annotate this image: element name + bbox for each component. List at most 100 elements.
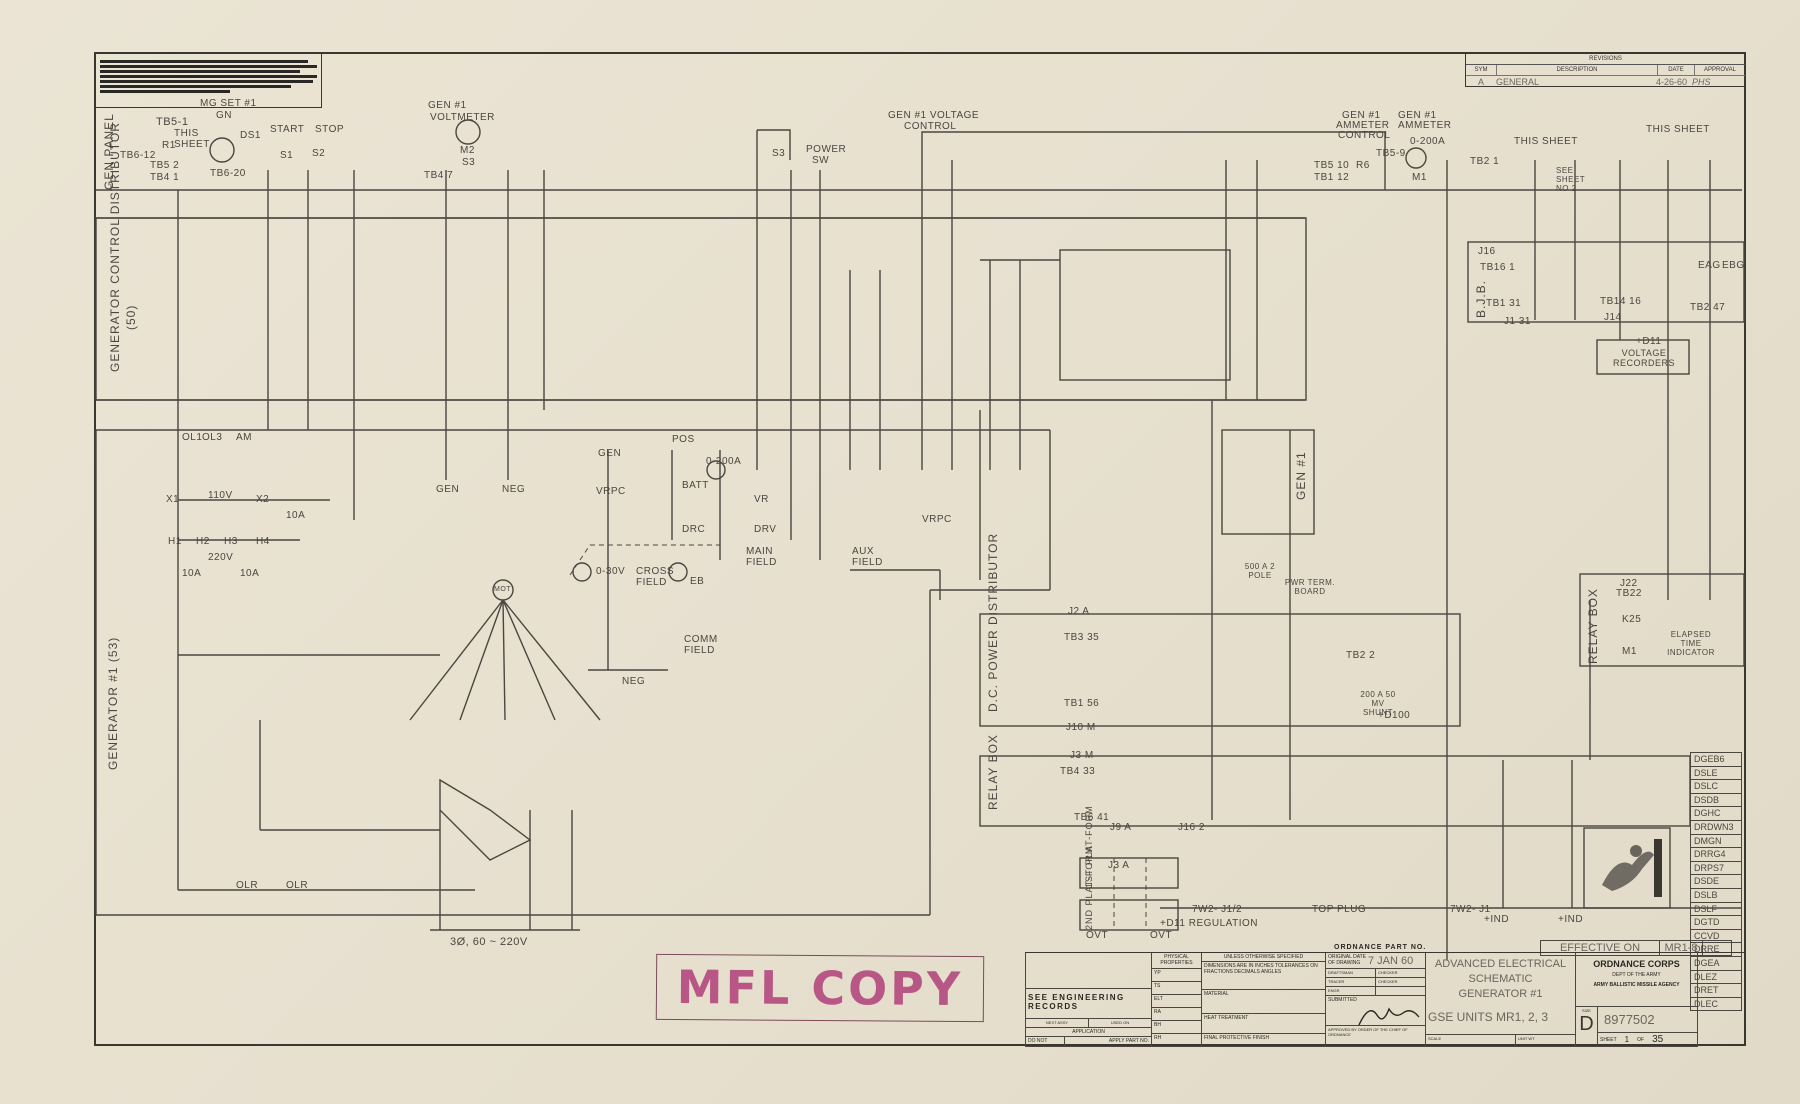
label-mg-set: MG SET #1 [200, 98, 257, 109]
mercury-emblem-box [1583, 827, 1671, 909]
checker-label-1: CHECKER [1376, 969, 1426, 978]
label-j3-a: J3 A [1108, 860, 1130, 871]
label-power-sw-1: POWER [806, 144, 847, 155]
label-comm-field: COMM FIELD [684, 634, 718, 656]
drawing-border [94, 52, 1746, 1046]
legend-code: DSLF [1690, 902, 1742, 917]
legend-code: DGEB6 [1690, 752, 1742, 767]
gse-units: GSE UNITS MR1, 2, 3 [1428, 1010, 1549, 1024]
label-ebg: EBG [1722, 260, 1745, 271]
label-mot: MOT [494, 586, 512, 593]
label-j10-m: J10 M [1066, 722, 1096, 733]
label-voltage-control-2: CONTROL [904, 121, 957, 132]
checker-label-2: CHECKER [1376, 978, 1426, 987]
label-am: AM [236, 432, 252, 443]
mercury-figure-icon [1602, 839, 1662, 897]
label-tb16: TB16 1 [1480, 262, 1516, 273]
label-x1: X1 [166, 494, 180, 505]
legend-code: DRDWN3 [1690, 820, 1742, 835]
label-s3-voltmeter: S3 [462, 157, 476, 168]
rev-col-description: DESCRIPTION [1497, 65, 1658, 75]
physical-properties-label: PHYSICAL PROPERTIES [1152, 953, 1202, 969]
rev-col-sym: SYM [1466, 65, 1497, 75]
label-this-sheet: THIS SHEET [174, 128, 210, 150]
label-ol1: OL1 [182, 432, 203, 443]
label-tb6-12: TB6-12 [120, 150, 156, 161]
gen1-box [1221, 429, 1315, 535]
label-tb5-9: TB5-9 [1376, 148, 1406, 159]
size-block: SIZE D [1576, 1007, 1598, 1047]
label-pos: POS [672, 434, 695, 445]
label-olr-1: OLR [236, 880, 259, 891]
approved-label: APPROVED BY ORDER OF THE CHIEF OF ORDNAN… [1326, 1026, 1426, 1047]
label-tb6-20: TB6-20 [210, 168, 246, 179]
rev-col-date: DATE [1658, 65, 1695, 75]
label-110v: 110V [208, 490, 233, 501]
physical-property: YP [1152, 969, 1202, 982]
final-finish-label: FINAL PROTECTIVE FINISH [1202, 1034, 1326, 1047]
label-tb5-2: TB5 2 [150, 160, 180, 171]
engr-label: ENGR [1326, 987, 1376, 996]
size-label: SIZE [1582, 1008, 1591, 1013]
sheet-total: 35 [1652, 1034, 1664, 1045]
label-three-phase: 3Ø, 60 ~ 220V [450, 936, 528, 948]
label-10a-3: 10A [240, 568, 260, 579]
label-ammeter-control-2: AMMETER [1336, 120, 1390, 131]
label-eb: EB [690, 576, 705, 587]
application-label: APPLICATION [1025, 1028, 1152, 1037]
revision-row: A GENERAL 4-26-60 PHS [1466, 76, 1745, 88]
label-ammeter-range: 0-200A [1410, 136, 1446, 147]
label-top-plug: TOP PLUG [1312, 904, 1367, 915]
label-s2: S2 [312, 148, 326, 159]
label-ol3: OL3 [202, 432, 223, 443]
legend-code: DGTD [1690, 916, 1742, 930]
section-second-platform: 2ND PLAT-FORM [1084, 845, 1094, 930]
label-ind-2: +IND [1558, 914, 1584, 925]
label-ovt-1: OVT [1086, 930, 1109, 941]
label-m1: M1 [1412, 172, 1427, 183]
label-stop: STOP [315, 124, 345, 135]
physical-property: RH [1152, 1034, 1202, 1047]
label-tb4-33: TB4 33 [1060, 766, 1096, 777]
platform-2 [1079, 899, 1179, 931]
label-tb6-41: TB6 41 [1074, 812, 1110, 823]
label-j14: J14 [1604, 312, 1622, 323]
label-10a-2: 10A [182, 568, 202, 579]
label-vrpc-2: VRPC [922, 514, 952, 525]
label-ammeter-control-1: GEN #1 [1342, 110, 1381, 121]
sheet-label: SHEET [1600, 1036, 1617, 1043]
section-relay-box-lower: RELAY BOX [986, 734, 1000, 810]
sheet-number: 1 [1624, 1035, 1630, 1044]
physical-property: TS [1152, 982, 1202, 995]
label-tb22: TB22 [1616, 588, 1642, 599]
rev-description: GENERAL [1496, 77, 1540, 87]
label-aux-field: AUX FIELD [852, 546, 883, 568]
label-vrpc: VRPC [596, 486, 626, 497]
agency-line-3: ARMY BALLISTIC MISSILE AGENCY [1593, 982, 1680, 988]
label-h1: H1 [168, 536, 182, 547]
label-ovt-2: OVT [1150, 930, 1173, 941]
fractions-text: FRACTIONS DECIMALS ANGLES [1204, 969, 1282, 975]
drawing-title: ADVANCED ELECTRICAL SCHEMATIC GENERATOR … [1426, 953, 1576, 1035]
section-gcd-number: (50) [124, 304, 138, 330]
label-j9-a: J9 A [1110, 822, 1132, 833]
label-7w2-j1-2: 7W2- J1/2 [1192, 904, 1243, 915]
of-label: OF [1637, 1036, 1645, 1043]
label-m1-eti: M1 [1622, 646, 1637, 657]
legend-code: DRRE [1690, 943, 1742, 957]
label-voltage-control-1: GEN #1 VOLTAGE [888, 110, 980, 121]
label-tb2-1: TB2 1 [1470, 156, 1500, 167]
scale-label: SCALE [1426, 1035, 1516, 1047]
label-h3: H3 [224, 536, 238, 547]
relay-box-right [1579, 573, 1745, 667]
submitted-label: SUBMITTED [1326, 996, 1426, 1026]
label-r1: R1 [162, 140, 176, 151]
section-generator-1: GENERATOR #1 (53) [106, 636, 120, 770]
size-value: D [1579, 1013, 1594, 1035]
original-date-value: 7 JAN 60 [1368, 955, 1414, 967]
